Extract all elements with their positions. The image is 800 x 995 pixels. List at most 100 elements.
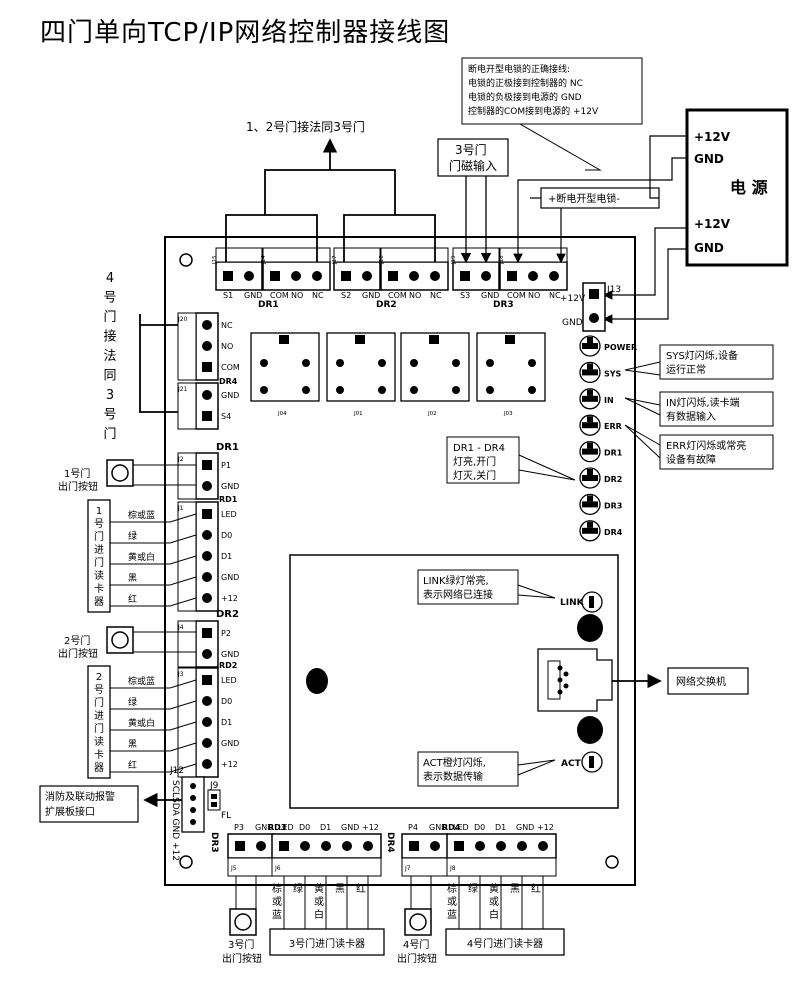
reader-char: 门 (94, 722, 104, 735)
terminal-pin (312, 271, 322, 281)
reader-wire (110, 700, 197, 710)
wire-color-char: 黑 (335, 883, 345, 895)
network-switch-label: 网络交换机 (676, 675, 726, 688)
terminal-pin (481, 271, 491, 281)
top-jumper-label: J18 (499, 255, 505, 265)
terminal-pin (202, 341, 212, 351)
lock-note-l1: 断电开型电锁的正确接线: (468, 63, 570, 75)
left-term-label: GND (221, 391, 239, 400)
left-terminal-header (177, 312, 197, 381)
j13-p-label: +12V (560, 294, 586, 304)
svg-text:SYS灯闪烁,设备: SYS灯闪烁,设备 (666, 349, 738, 362)
terminal-pin (202, 530, 212, 540)
dr1-top-label: DR1 (258, 300, 279, 310)
btn2-l1: 2号门 (64, 634, 90, 647)
terminal-pin (517, 841, 527, 851)
terminal-pin-square (409, 841, 419, 851)
reader-char: 1 (96, 506, 102, 517)
relay-label: J02 (427, 411, 437, 417)
wire-color-char: 或 (314, 896, 324, 908)
left-term-label: LED (221, 510, 237, 519)
reader-char: 器 (94, 596, 104, 608)
terminal-pin (528, 271, 538, 281)
terminal-pin (496, 841, 506, 851)
j13-g-label: GND (562, 318, 583, 328)
left-term-label: +12 (221, 594, 238, 603)
svg-text:ERR灯闪烁或常亮: ERR灯闪烁或常亮 (666, 439, 746, 452)
left-terminal-strip (195, 620, 219, 668)
top-jumper-label: J16 (379, 255, 385, 265)
top-term-label: NO (528, 291, 540, 300)
relay-label: J01 (353, 411, 363, 417)
rd1-left-label: RD1 (219, 495, 238, 504)
door4-note-char: 门 (103, 427, 116, 442)
terminal-pin (202, 717, 212, 727)
wire-color-char: 白 (489, 908, 499, 921)
bottom-term-label: GND (341, 823, 359, 832)
btn4-l1: 4号门 (403, 938, 429, 951)
wire-color-char: 白 (314, 908, 324, 921)
bottom-terminal-header (446, 857, 557, 877)
top-terminal-strip (333, 261, 381, 291)
left-term-label: GND (221, 482, 239, 491)
top-jumper-label: J15 (212, 255, 218, 265)
j12-label: J12 (169, 766, 184, 776)
doors-1-2-wiring (225, 138, 436, 262)
power-g2: GND (694, 241, 724, 255)
reader-wire (110, 555, 197, 565)
terminal-pin-square (202, 509, 212, 519)
left-term-label: +12 (221, 760, 238, 769)
dr3-top-label: DR3 (493, 300, 514, 310)
dr3-bottom-label: DR3 (209, 832, 219, 853)
top-term-label: S2 (341, 291, 351, 300)
card-reader (87, 499, 111, 613)
fire-box (39, 785, 139, 823)
left-term-label: LED (221, 676, 237, 685)
bottom-terminal-strip (227, 833, 275, 859)
left-jumper-label: J2 (177, 456, 184, 463)
power-lock-label: +断电开型电锁- (548, 192, 620, 205)
bottom-term-label: D1 (495, 823, 506, 832)
link-label: LINK (560, 598, 585, 608)
terminal-pin (538, 841, 548, 851)
reader-char: 号 (94, 684, 104, 696)
left-terminal-block: J20NCNOCOMDR4J21GNDS4DR1J2P1GNDRD1J1LEDD… (177, 312, 240, 778)
left-term-label: D0 (221, 697, 232, 706)
relay-label: J03 (503, 411, 513, 417)
reader-char: 门 (94, 556, 104, 569)
bottom-term-label: LED (278, 823, 294, 832)
door4-note-char: 号 (103, 408, 116, 423)
link-note: LINK绿灯常亮, 表示网络已连接 (417, 569, 556, 605)
svg-text:运行正常: 运行正常 (666, 363, 706, 376)
act-led (581, 751, 603, 773)
terminal-pin (202, 481, 212, 491)
door3-sensor-box (437, 138, 509, 177)
btn3-l2: 出门按钮 (222, 952, 262, 965)
terminal-pin-square (460, 271, 470, 281)
top-term-label: GND (481, 291, 499, 300)
lock-note-l2: 电锁的正极接到控制器的 NC (468, 77, 583, 89)
left-term-label: D0 (221, 531, 232, 540)
top-term-label: COM (388, 291, 407, 300)
door3-sensor-l2: 门磁输入 (449, 158, 497, 173)
lock-note-l4: 控制器的COM接到电源的 +12V (468, 105, 599, 117)
terminal-pin-square (202, 362, 212, 372)
svg-text:表示数据传输: 表示数据传输 (423, 770, 483, 783)
mount-hole (605, 855, 619, 869)
top-terminal-header (380, 247, 449, 263)
reader-char: 进 (94, 544, 104, 556)
terminal-pin (202, 551, 212, 561)
rj45-jack (537, 648, 613, 712)
left-term-label: GND (221, 573, 239, 582)
door4-note-char: 法 (103, 349, 116, 364)
power-g1: GND (694, 152, 724, 166)
wire-color-char: 或 (447, 896, 457, 908)
wire-color-label: 绿 (128, 696, 137, 708)
reader-char: 门 (94, 530, 104, 543)
wire-color-char: 绿 (468, 882, 478, 895)
dr2-top-label: DR2 (376, 300, 397, 310)
j12-vlabel: SCLSDA GND +12 (170, 780, 180, 861)
btn1-l1: 1号门 (64, 467, 90, 480)
